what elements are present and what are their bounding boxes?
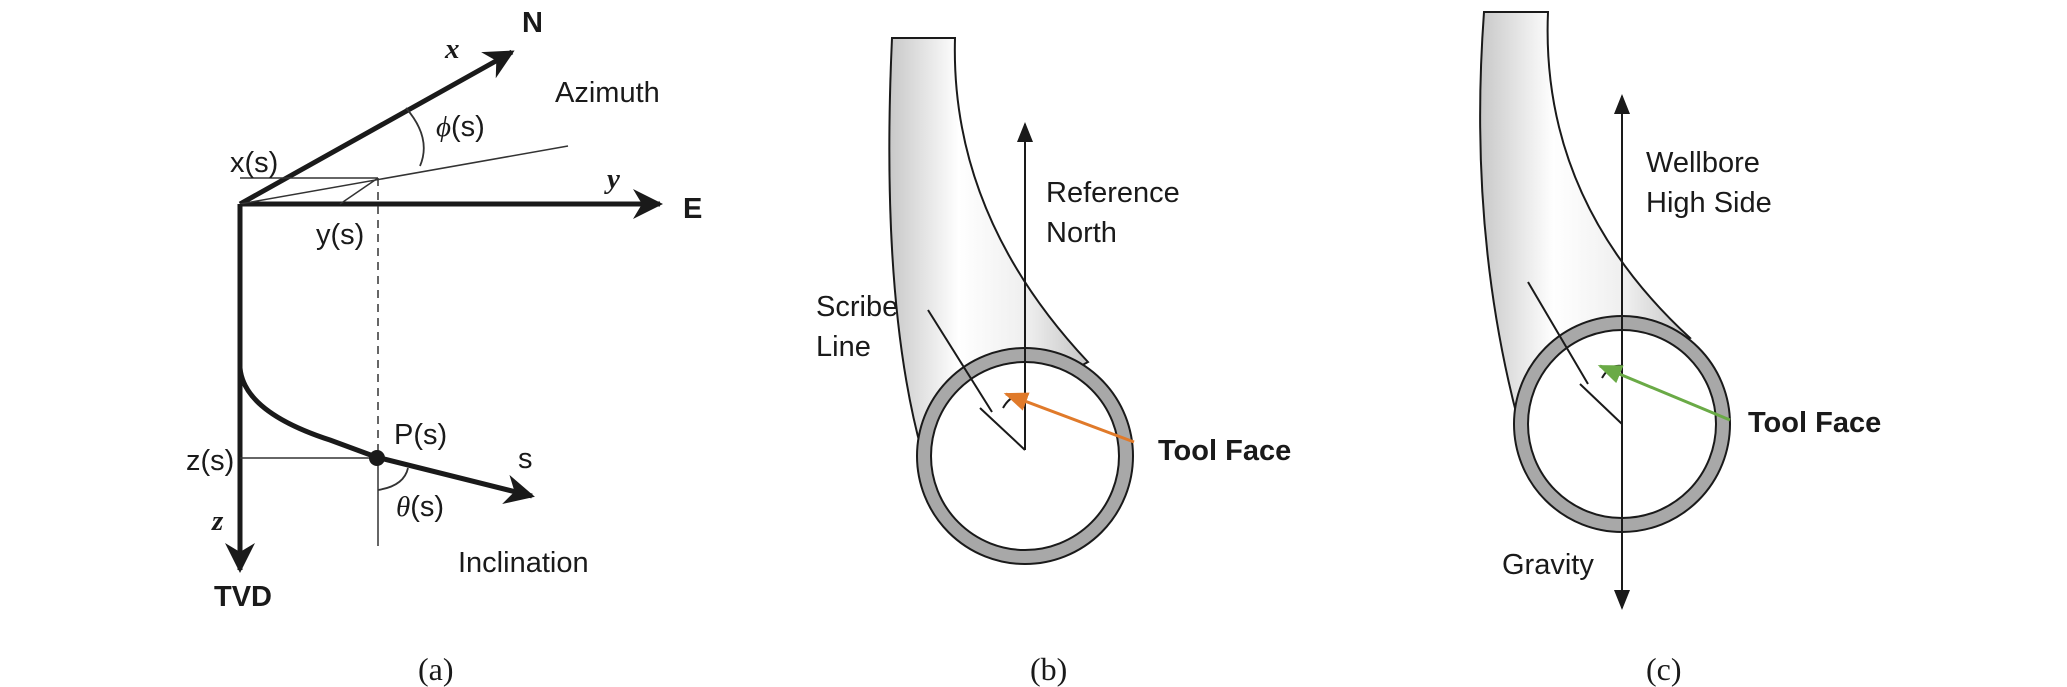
label-reference: Reference [1046,177,1180,209]
label-ys: y(s) [316,219,364,251]
label-ps: P(s) [394,419,447,451]
label-theta: θ(s) [396,491,444,523]
point-p [369,450,385,466]
scribe-line [927,309,993,413]
scribe-line-c [1527,281,1589,385]
label-tvd: TVD [214,581,272,613]
label-gravity: Gravity [1502,549,1594,581]
caption-c: (c) [1646,651,1682,687]
panel-c: Wellbore High Side Tool Face Gravity (c) [1479,11,1881,687]
label-xs: x(s) [230,147,278,179]
label-high-side: High Side [1646,187,1772,219]
tool-face-arrow-c [1597,364,1731,422]
well-path-curve [237,204,377,460]
panel-b: Reference North Scribe Line Tool Face (b… [816,37,1291,687]
label-e: E [683,193,702,225]
projection-line-y [339,177,379,205]
scribe-line-c-inner [1579,383,1623,425]
label-azimuth: Azimuth [555,77,660,109]
projection-line-1 [239,145,569,205]
tool-face-arrow [1003,392,1135,444]
label-scribe: Scribe [816,291,898,323]
label-var-x: x [444,33,460,65]
label-phi: ϕ(s) [436,111,485,143]
label-tool-face-b: Tool Face [1158,435,1291,467]
label-tool-face-c: Tool Face [1748,407,1881,439]
scribe-line-inner [979,407,1026,451]
tangent-arrow-s [375,454,535,505]
label-north: North [1046,217,1117,249]
caption-b: (b) [1030,651,1067,687]
label-var-z: z [211,505,224,537]
label-wellbore: Wellbore [1646,147,1760,179]
inclination-arc [377,467,409,491]
label-zs: z(s) [186,445,234,477]
label-inclination: Inclination [458,547,589,579]
label-n: N [522,7,543,39]
label-s: s [518,443,533,475]
panel-a: N x Azimuth ϕ(s) x(s) y E y(s) P(s) s z(… [186,7,702,687]
azimuth-arc [405,107,425,167]
caption-a: (a) [418,651,454,687]
label-line: Line [816,331,871,363]
label-var-y: y [604,163,620,195]
